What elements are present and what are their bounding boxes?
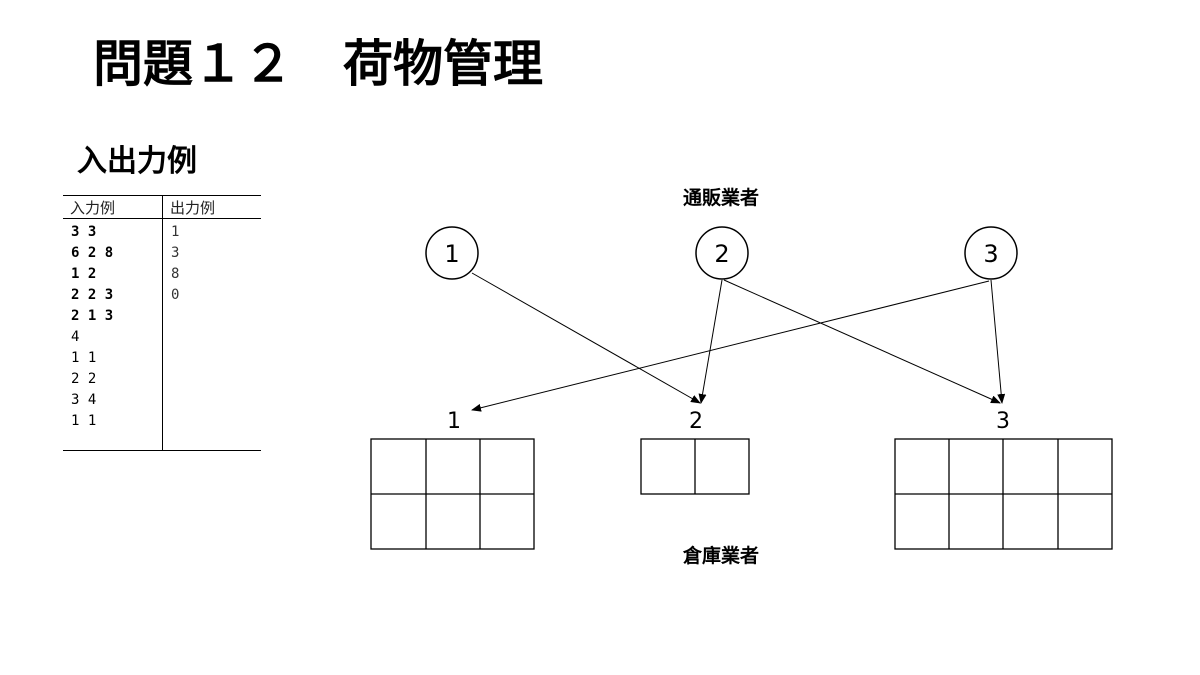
vendor-node-label: 1 [444,240,459,268]
output-example-cell: 1 3 8 0 [162,218,261,451]
input-line: 4 [71,329,80,345]
input-line: 2 2 [71,371,97,387]
section-heading-io-example: 入出力例 [77,144,197,179]
input-example-cell: 3 3 6 2 8 1 2 2 2 3 2 1 3 4 1 1 2 2 3 4 … [63,219,163,451]
input-line: 1 1 [71,350,97,366]
warehouse-label-3: 3 [996,409,1010,434]
input-line: 3 3 [71,224,97,240]
vendor-node-1: 1 [425,226,479,280]
vendor-node-2: 2 [695,226,749,280]
edge-vendor2-warehouse3 [723,279,1001,404]
io-example-table: 入力例 出力例 3 3 6 2 8 1 2 2 2 3 2 1 3 4 1 1 … [63,195,261,451]
warehouse-group-label: 倉庫業者 [682,544,759,567]
vendor-node-label: 2 [714,240,729,268]
vendor-group-label: 通販業者 [683,186,759,209]
vendor-node-label: 3 [983,240,998,268]
input-line: 2 2 3 [71,287,114,303]
output-line: 1 [171,224,180,240]
warehouse-label-1: 1 [447,409,461,434]
input-line: 2 1 3 [71,308,114,324]
output-line: 0 [171,287,180,303]
output-line: 3 [171,245,180,261]
edge-vendor1-warehouse2 [471,272,701,404]
output-line: 8 [171,266,180,282]
warehouse-grid-2 [640,438,750,495]
output-example-header: 出力例 [162,195,261,219]
warehouse-grid-1 [370,438,535,550]
input-line: 1 2 [71,266,97,282]
vendor-node-3: 3 [964,226,1018,280]
edge-vendor2-warehouse2 [698,279,723,404]
warehouse-grid-3 [894,438,1113,550]
edge-vendor3-warehouse3 [990,279,1006,404]
warehouse-label-2: 2 [689,409,703,434]
edge-vendor3-warehouse1 [471,280,990,412]
input-line: 6 2 8 [71,245,114,261]
input-line: 1 1 [71,413,97,429]
input-example-header: 入力例 [63,195,163,219]
input-line: 3 4 [71,392,97,408]
page-title: 問題１２ 荷物管理 [93,35,543,93]
